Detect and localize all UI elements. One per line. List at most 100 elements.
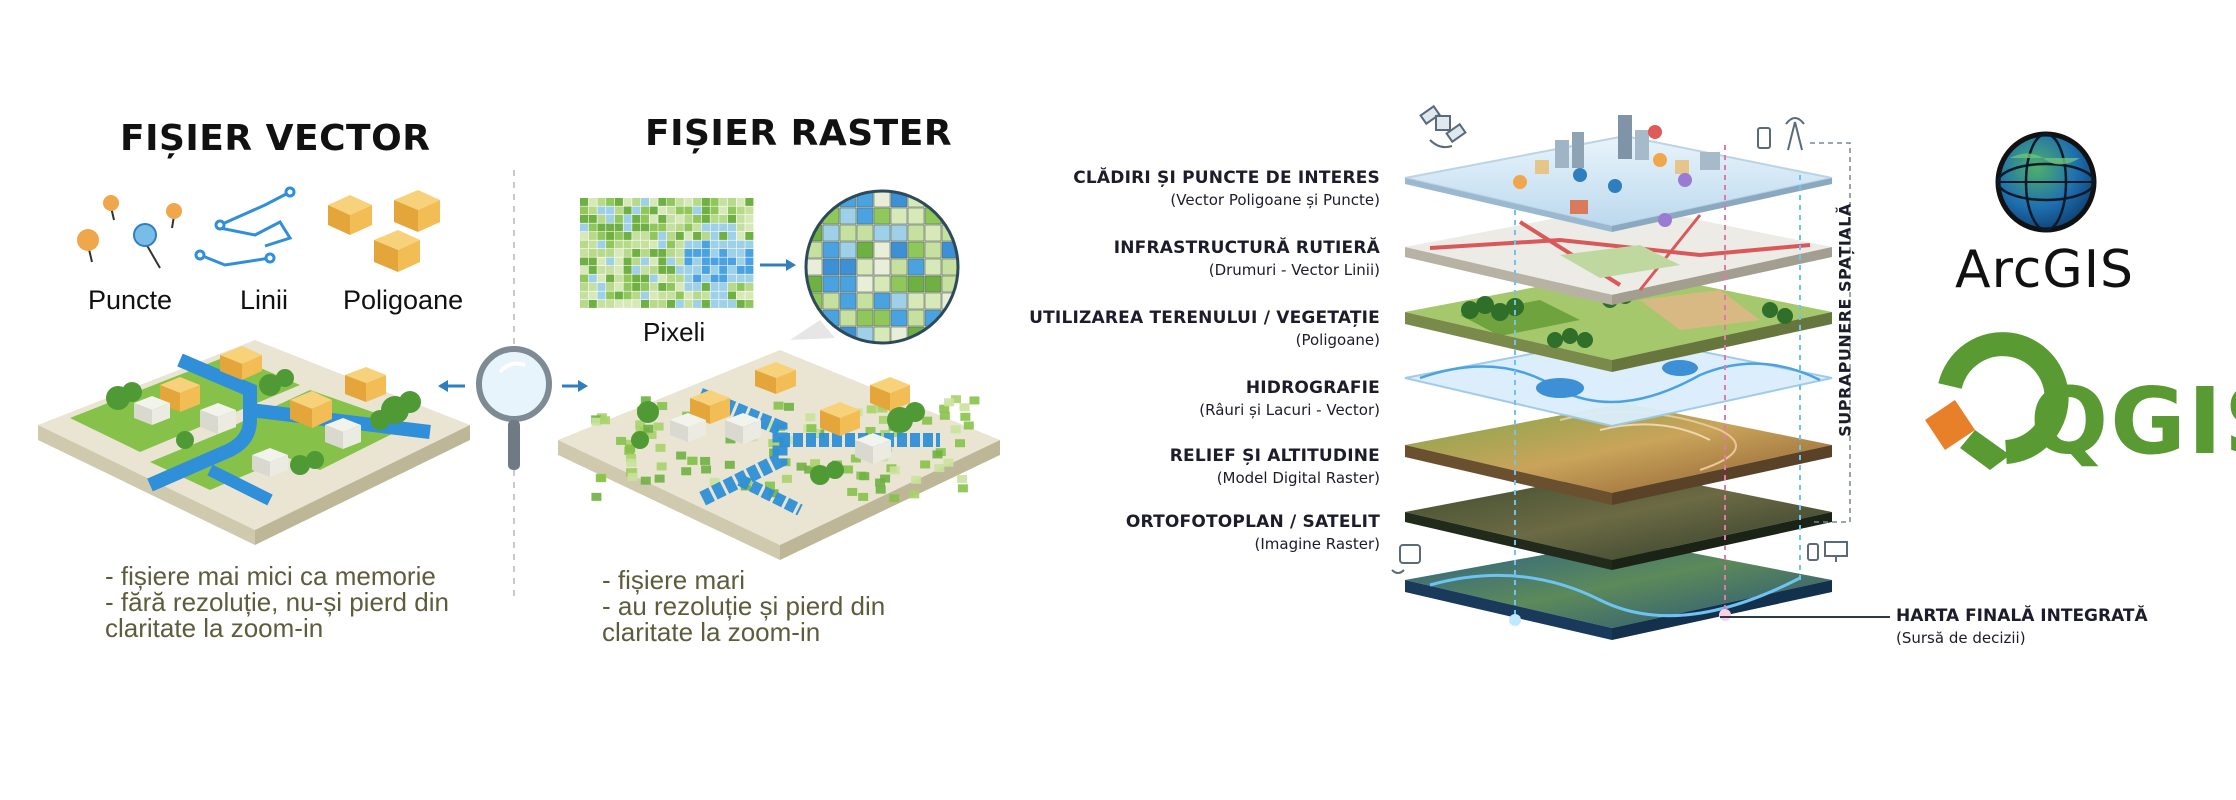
raster-pixel [649, 257, 658, 266]
raster-ground-pixel [796, 462, 807, 471]
raster-ground-pixel [859, 472, 870, 481]
raster-pixel [667, 300, 676, 308]
raster-pixel [675, 198, 684, 206]
raster-pixel [649, 300, 658, 308]
raster-pixel [684, 249, 693, 257]
raster-pixel [745, 249, 754, 257]
raster-ground-pixel [805, 413, 816, 422]
raster-pixel [597, 266, 606, 274]
raster-pixel [667, 215, 676, 223]
layer-label-hydro: HIDROGRAFIE (Râuri și Lacuri - Vector) [1000, 378, 1380, 419]
raster-pixel [632, 291, 641, 300]
raster-pixel [597, 232, 606, 240]
raster-pixel [588, 206, 597, 215]
raster-pixel [719, 198, 728, 206]
layer-subtitle: (Model Digital Raster) [1216, 469, 1380, 487]
layer-title: RELIEF ȘI ALTITUDINE [1169, 446, 1380, 466]
zoom-pixel [924, 292, 942, 310]
layer-label-relief: RELIEF ȘI ALTITUDINE (Model Digital Rast… [1000, 446, 1380, 487]
raster-ground-pixel [865, 426, 876, 435]
zoom-pixel [941, 258, 958, 276]
raster-pixel [701, 232, 710, 240]
raster-pixel [649, 283, 658, 291]
raster-pixel [597, 291, 606, 300]
raster-pixel [588, 266, 597, 274]
raster-pixel [597, 249, 606, 257]
layer-title: HIDROGRAFIE [1245, 378, 1380, 398]
layer-title: INFRASTRUCTURĂ RUTIERĂ [1113, 238, 1380, 258]
raster-pixel [710, 240, 719, 249]
raster-ground-pixel [909, 490, 920, 499]
raster-pixel [693, 249, 702, 257]
raster-pixel [649, 240, 658, 249]
raster-ground-pixel [627, 468, 638, 477]
raster-pixel [588, 283, 597, 291]
raster-pixel [580, 257, 589, 266]
raster-ground-pixel [943, 458, 954, 467]
raster-pixel [649, 223, 658, 232]
raster-pixel [727, 232, 736, 240]
zoom-pixel [822, 292, 840, 310]
raster-pixel [658, 249, 667, 257]
raster-pixel [684, 206, 693, 215]
layer-subtitle: (Poligoane) [1295, 331, 1380, 349]
raster-ground-pixel [889, 466, 900, 475]
raster-pixel [701, 206, 710, 215]
raster-pixel [719, 249, 728, 257]
raster-pixel [684, 266, 693, 274]
raster-ground-pixel [624, 439, 635, 448]
arcgis-globe-icon [1995, 131, 2097, 233]
raster-pixel [745, 223, 754, 232]
raster-ground-pixel [700, 456, 711, 465]
raster-pixel [701, 257, 710, 266]
raster-pixel [580, 274, 589, 283]
raster-pixel [727, 274, 736, 283]
raster-pixel [736, 291, 745, 300]
raster-ground-pixel [955, 439, 966, 448]
raster-pixel [675, 257, 684, 266]
raster-pixel [719, 283, 728, 291]
raster-ground-pixel [766, 420, 777, 429]
raster-pixel [667, 291, 676, 300]
zoom-pixel [873, 309, 891, 327]
raster-pixel [640, 291, 649, 300]
raster-ground-pixel [939, 404, 950, 413]
zoom-pixel [839, 224, 857, 242]
layer-title: CLĂDIRI ȘI PUNCTE DE INTERES [1073, 168, 1380, 188]
raster-pixel [614, 257, 623, 266]
raster-pixel [649, 232, 658, 240]
zoom-pixel [822, 224, 840, 242]
raster-pixel [640, 223, 649, 232]
raster-pixel [580, 232, 589, 240]
raster-pixel [580, 215, 589, 223]
raster-pixel [649, 198, 658, 206]
vector-notes: - fișiere mai mici ca memorie - fără rez… [105, 563, 449, 641]
raster-pixel [736, 223, 745, 232]
raster-pixel [693, 215, 702, 223]
zoom-pixel [839, 207, 857, 225]
raster-pixel [667, 206, 676, 215]
zoom-pixel [856, 309, 874, 327]
raster-pixel [649, 215, 658, 223]
raster-pixel [649, 291, 658, 300]
raster-pixel [614, 232, 623, 240]
raster-pixel [632, 223, 641, 232]
raster-pixel [658, 257, 667, 266]
raster-pixel [597, 240, 606, 249]
raster-pixel [606, 274, 615, 283]
raster-pixel [719, 291, 728, 300]
raster-pixel [736, 274, 745, 283]
raster-pixel [597, 215, 606, 223]
raster-ground-pixel [626, 458, 637, 467]
raster-pixel [745, 240, 754, 249]
raster-ground-pixel [724, 460, 735, 469]
raster-pixel [580, 291, 589, 300]
zoom-circle [804, 189, 960, 345]
raster-pixel [597, 223, 606, 232]
raster-pixel [710, 283, 719, 291]
zoom-pixel [806, 191, 823, 208]
vector-title: FIȘIER VECTOR [120, 118, 431, 159]
raster-ground-pixel [806, 424, 817, 433]
raster-pixel [614, 266, 623, 274]
zoom-pixel [873, 207, 891, 225]
